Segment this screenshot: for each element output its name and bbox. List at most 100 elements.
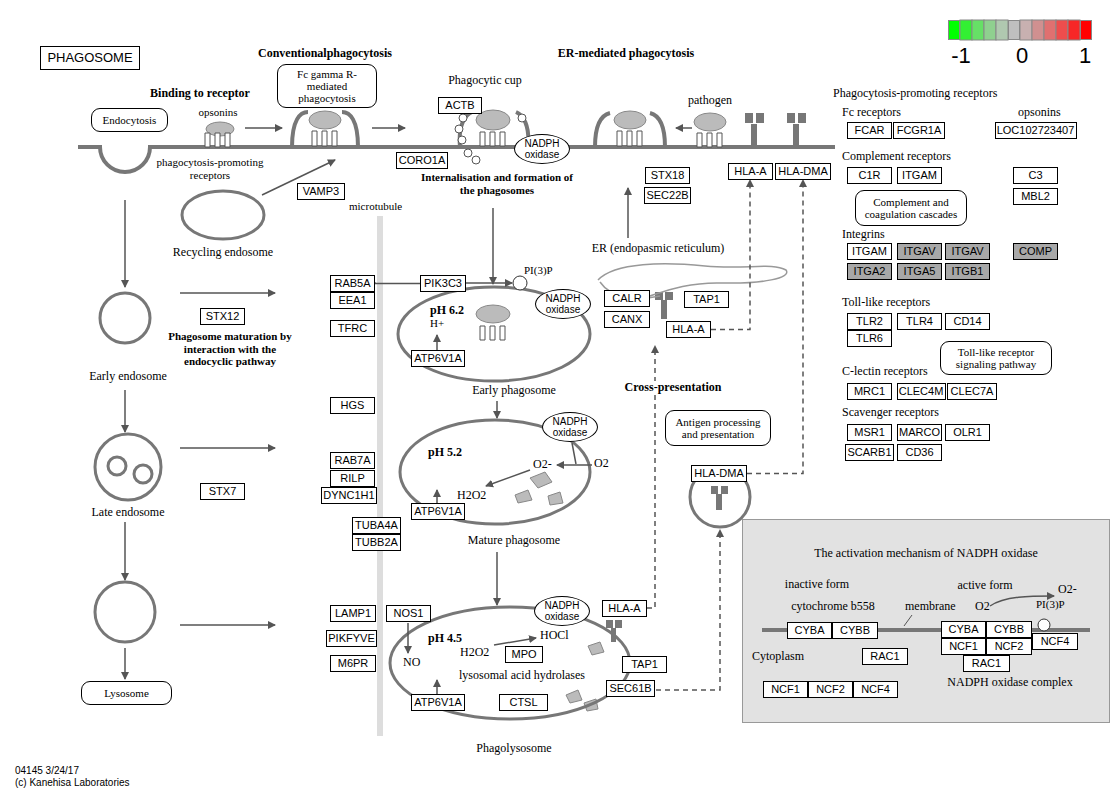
node-text: CORO1A <box>399 154 445 167</box>
node-text: RAC1 <box>972 657 1001 670</box>
text-label: Cross-presentation <box>623 381 724 395</box>
node-text: CTSL <box>509 696 537 709</box>
arrow <box>627 188 629 238</box>
gene-box: OLR1 <box>945 424 990 441</box>
legend-text: 1 <box>1079 44 1091 68</box>
text-label: pathogen <box>688 94 732 108</box>
node-text: MPO <box>511 648 536 661</box>
gene-box: ITGAM <box>897 167 942 184</box>
gene-box: ATP6V1A <box>411 350 465 367</box>
arrow <box>496 552 498 605</box>
node-text: CYBB <box>994 623 1024 636</box>
text-label: Toll-like receptors <box>842 296 930 310</box>
gene-box: CYBB <box>986 621 1032 638</box>
node-text: CYBA <box>795 624 825 637</box>
gene-box: NCF4 <box>853 681 898 698</box>
node-text: LAMP1 <box>335 607 371 620</box>
legend-cell <box>972 20 984 40</box>
nadph-oxidase-ellipse: NADPH oxidase <box>542 412 598 442</box>
lysosome-circle <box>95 582 155 642</box>
text-label: (c) Kanehisa Laboratories <box>15 777 130 789</box>
node-text: ITGA5 <box>904 265 936 278</box>
gene-box: RAC1 <box>862 648 908 665</box>
node-text: MRC1 <box>854 385 885 398</box>
legend-swatch <box>1008 20 1020 40</box>
node-text: VAMP3 <box>303 185 339 198</box>
node-text: ITGAV <box>903 245 935 258</box>
connector-line <box>572 443 576 464</box>
text-label: ER-mediated phagocytosis <box>558 47 694 61</box>
node-text: C1R <box>858 169 880 182</box>
gene-box: NCF4 <box>1032 633 1078 650</box>
gene-box: PIKFYVE <box>326 630 377 647</box>
microtubule-bar <box>377 216 383 736</box>
text-label: opsonins <box>198 106 237 119</box>
arrow <box>676 127 692 129</box>
gene-box: ITGAM <box>847 243 892 260</box>
node-text: ATP6V1A <box>414 505 462 518</box>
node-text: DYNC1H1 <box>323 489 374 502</box>
arrow <box>124 522 126 580</box>
gene-box: MBL2 <box>1013 188 1058 205</box>
node-text: Complement and coagulation cascades <box>860 196 962 220</box>
gene-box: HLA-DMA <box>691 465 747 482</box>
gene-box: VAMP3 <box>297 183 345 200</box>
legend-cell <box>1056 20 1068 40</box>
text-label: PI(3)P <box>524 264 553 277</box>
node-text: HLA-DMA <box>694 467 744 480</box>
gene-box: TLR6 <box>847 330 892 347</box>
gene-box: NCF1 <box>941 638 986 655</box>
text-label: H+ <box>430 317 444 330</box>
receptor <box>205 133 230 147</box>
text-label: NO <box>403 656 420 670</box>
legend-cell <box>996 20 1008 40</box>
particle <box>694 113 726 131</box>
particles <box>206 110 726 711</box>
actin-bead <box>472 156 480 164</box>
gene-box: HLA-A <box>666 321 711 338</box>
recycling-endosome <box>182 191 264 239</box>
gene-box: TFRC <box>330 320 375 337</box>
node-text: ATP6V1A <box>414 696 462 709</box>
actin-bead <box>455 125 463 133</box>
node-text: CLEC4M <box>899 385 944 398</box>
node-text: TLR6 <box>856 332 883 345</box>
node-text: PIK3C3 <box>424 277 462 290</box>
node-text: ITGA2 <box>854 265 886 278</box>
gene-box: SEC61B <box>606 680 655 697</box>
text-label: Scavenger receptors <box>842 406 939 420</box>
gene-box: COMP <box>1013 243 1058 260</box>
node-text: TUBB2A <box>355 536 398 549</box>
gene-box: TLR2 <box>847 313 892 330</box>
hla-molecule <box>745 113 764 148</box>
legend-cell <box>960 20 972 40</box>
gene-box: HLA-A <box>728 163 773 180</box>
gene-box: CLEC4M <box>897 383 946 400</box>
node-text: HGS <box>341 399 365 412</box>
gene-box: MRC1 <box>847 383 892 400</box>
pathway-map-box: Lysosome <box>81 681 172 705</box>
particle <box>309 111 341 129</box>
text-label: O2 <box>594 457 609 471</box>
arrow <box>494 638 536 645</box>
text-label: pH 5.2 <box>428 446 462 460</box>
node-text: CLEC7A <box>951 385 994 398</box>
legend-cell <box>984 20 996 40</box>
gene-box: NCF2 <box>986 638 1032 655</box>
text-label: Complement receptors <box>842 150 951 164</box>
text-label: active form <box>958 579 1013 593</box>
gene-box: RAB7A <box>330 452 375 469</box>
actin-bead <box>464 149 472 157</box>
gene-box: TUBB2A <box>352 534 401 551</box>
gene-box: RILP <box>330 470 375 487</box>
node-text: RILP <box>340 472 364 485</box>
gene-box: CYBA <box>941 621 986 638</box>
node-text: Lysosome <box>104 687 149 699</box>
early-phagosome <box>398 287 590 381</box>
text-label: Mature phagosome <box>468 534 560 548</box>
gene-box: M6PR <box>330 655 376 672</box>
diagram-title: PHAGOSOME <box>40 46 140 70</box>
text-label: Fc receptors <box>842 106 901 120</box>
arrow <box>436 335 438 350</box>
text-label: Early endosome <box>89 370 167 384</box>
